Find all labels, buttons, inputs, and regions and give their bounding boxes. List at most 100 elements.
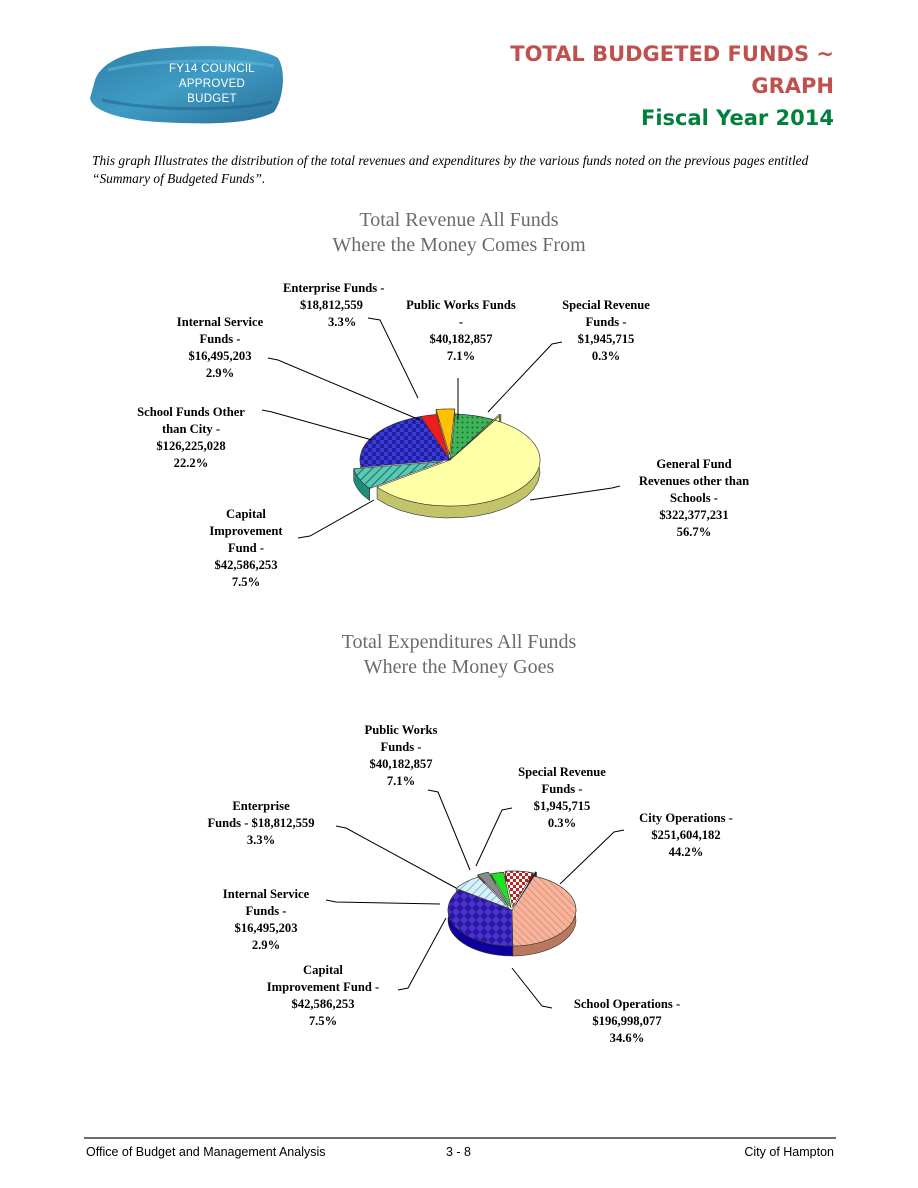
rev-label-capital: Capital Improvement Fund - $42,586,253 7… xyxy=(186,506,306,591)
leader-line xyxy=(529,485,621,501)
label-line: $18,812,559 xyxy=(300,298,363,312)
label-line: Revenues other than xyxy=(638,474,750,488)
expenditure-chart-title: Total Expenditures All Funds xyxy=(341,631,577,653)
revenue-chart-title: Total Revenue All Funds xyxy=(359,209,559,231)
pie-slice-capital-improvement-fund xyxy=(353,461,443,489)
label-line: $40,182,857 xyxy=(429,332,493,346)
pie-slice-city-operations xyxy=(511,875,577,947)
leader-line xyxy=(261,409,373,441)
rev-label-internal-service: Internal Service Funds - $16,495,203 2.9… xyxy=(160,314,280,382)
badge-line3: BUDGET xyxy=(187,93,237,105)
label-line: 7.5% xyxy=(308,1014,338,1028)
rev-label-enterprise-value: $18,812,559 xyxy=(300,297,363,314)
label-line: 22.2% xyxy=(173,456,209,470)
label-line: 7.5% xyxy=(231,575,261,589)
exp-label-special-revenue: Special Revenue Funds - $1,945,715 0.3% xyxy=(498,764,626,832)
label-line: School Operations - xyxy=(573,997,681,1011)
label-line: Public Works xyxy=(364,723,438,737)
label-line: than City - xyxy=(161,422,221,436)
leader-line xyxy=(335,825,457,889)
exp-label-internal-service: Internal Service Funds - $16,495,203 2.9… xyxy=(206,886,326,954)
label-line: 7.1% xyxy=(446,349,476,363)
pie-slice-special-revenue-funds xyxy=(514,871,537,907)
page-title: TOTAL BUDGETED FUNDS ~ GRAPH Fiscal Year… xyxy=(510,38,834,134)
title-line3: Fiscal Year 2014 xyxy=(641,106,834,130)
rev-label-enterprise: Enterprise Funds - xyxy=(283,280,384,297)
label-line: 56.7% xyxy=(676,525,712,539)
label-line: 3.3% xyxy=(246,833,276,847)
label-line: 34.6% xyxy=(609,1031,645,1045)
label-line: School Funds Other xyxy=(137,405,245,419)
rev-label-general-fund: General Fund Revenues other than Schools… xyxy=(620,456,768,541)
label-line: 0.3% xyxy=(547,816,577,830)
title-line2: GRAPH xyxy=(751,74,834,98)
pie-slice-special-revenue-funds xyxy=(455,414,502,455)
leader-line xyxy=(325,899,441,905)
expenditure-chart-subtitle: Where the Money Goes xyxy=(363,656,555,678)
label-line: Funds - $18,812,559 xyxy=(207,816,315,830)
leader-line xyxy=(267,357,421,421)
leader-line xyxy=(511,967,553,1009)
label-line: $42,586,253 xyxy=(291,997,355,1011)
footer-divider xyxy=(84,1137,836,1139)
rev-label-enterprise-pct: 3.3% xyxy=(328,314,356,331)
rev-label-school-funds: School Funds Other than City - $126,225,… xyxy=(118,404,264,472)
label-line: $1,945,715 xyxy=(533,799,591,813)
rev-label-special-revenue: Special Revenue Funds - $1,945,715 0.3% xyxy=(542,297,670,365)
leader-line xyxy=(559,829,625,885)
exp-label-capital: Capital Improvement Fund - $42,586,253 7… xyxy=(248,962,398,1030)
label-line: Enterprise xyxy=(232,799,290,813)
badge-line1: FY14 COUNCIL xyxy=(168,63,256,75)
label-line: Funds - xyxy=(380,740,422,754)
footer-office: Office of Budget and Management Analysis xyxy=(86,1145,326,1159)
label-line: 2.9% xyxy=(251,938,281,952)
label-line: 7.1% xyxy=(386,774,416,788)
label-line: Fund - xyxy=(227,541,265,555)
leader-line xyxy=(475,807,513,867)
pie-slice-enterprise-funds xyxy=(435,408,456,456)
pie-slice-internal-service-funds xyxy=(420,414,451,461)
label-line: $126,225,028 xyxy=(156,439,226,453)
badge-line2: APPROVED xyxy=(178,78,246,90)
budget-badge-brush xyxy=(90,46,283,124)
intro-paragraph: This graph Illustrates the distribution … xyxy=(92,153,809,186)
label-line: $196,998,077 xyxy=(592,1014,662,1028)
label-line: Funds - xyxy=(585,315,627,329)
exp-label-city-operations: City Operations - $251,604,182 44.2% xyxy=(616,810,756,861)
leader-line xyxy=(397,917,447,991)
label-line: General Fund xyxy=(656,457,732,471)
exp-label-school-operations: School Operations - $196,998,077 34.6% xyxy=(552,996,702,1047)
label-line: Funds - xyxy=(245,904,287,918)
label-line: Internal Service xyxy=(176,315,264,329)
label-line: 2.9% xyxy=(205,366,235,380)
revenue-chart-subtitle: Where the Money Comes From xyxy=(332,234,586,256)
label-line: 3.3% xyxy=(328,315,357,329)
pie-slice-school-operations xyxy=(447,889,514,947)
label-line: Public Works Funds xyxy=(406,298,516,312)
exp-label-public-works: Public Works Funds - $40,182,857 7.1% xyxy=(346,722,456,790)
label-line: Internal Service xyxy=(222,887,310,901)
label-line: - xyxy=(458,315,464,329)
pie-slice-internal-service-funds xyxy=(477,871,510,907)
label-line: $16,495,203 xyxy=(188,349,252,363)
label-line: Improvement Fund - xyxy=(266,980,380,994)
leader-line xyxy=(297,499,375,539)
label-line: 0.3% xyxy=(591,349,621,363)
label-line: Schools - xyxy=(670,491,718,505)
leader-line xyxy=(427,789,471,871)
budget-badge-text: FY14 COUNCIL APPROVED BUDGET xyxy=(152,62,272,107)
exp-label-enterprise: Enterprise Funds - $18,812,559 3.3% xyxy=(186,798,336,849)
label-line: $251,604,182 xyxy=(651,828,721,842)
leader-line xyxy=(487,341,563,413)
pie-slice-capital-improvement-fund xyxy=(455,876,510,909)
label-line: $42,586,253 xyxy=(214,558,278,572)
label-line: $1,945,715 xyxy=(577,332,635,346)
label-line: $16,495,203 xyxy=(234,921,298,935)
label-line: Enterprise Funds - xyxy=(283,281,385,295)
label-line: Capital xyxy=(226,507,266,521)
label-line: Special Revenue xyxy=(562,298,650,312)
pie-slice-enterprise-funds xyxy=(490,871,512,909)
footer-page-number: 3 - 8 xyxy=(446,1145,472,1159)
pie-slice-school-funds-other-than-city xyxy=(359,416,451,468)
